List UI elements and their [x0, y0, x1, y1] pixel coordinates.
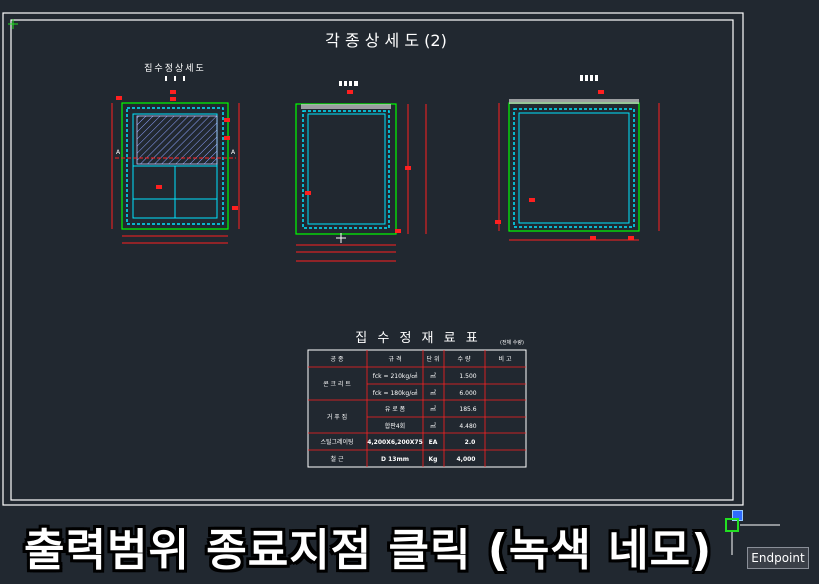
section-mark-a-right: A: [231, 149, 236, 156]
table-header-1: 규 격: [389, 356, 402, 363]
table-cell: ㎡: [430, 405, 436, 413]
table-cell: 185.6: [459, 406, 476, 413]
table-cell: ㎡: [430, 422, 436, 430]
table-header-2: 단 위: [427, 355, 440, 363]
table-cell: fck = 210kg/㎠: [373, 372, 418, 380]
table-cell: Kg: [429, 456, 438, 463]
endpoint-snap-marker[interactable]: [725, 518, 739, 532]
table-cell: 4,000: [457, 456, 476, 463]
table-cell: EA: [429, 439, 438, 446]
table-header-3: 수 량: [458, 356, 471, 363]
table-cell: 유 로 폼: [385, 406, 406, 413]
table-cell: 2.0: [465, 439, 476, 446]
table-cell: 철 근: [331, 455, 344, 463]
table-cell: D 13mm: [381, 456, 409, 463]
table-header-0: 공 종: [331, 356, 344, 363]
section-mark-a-left: A: [116, 149, 121, 156]
table-header-4: 비 고: [499, 355, 512, 363]
table-cell: 1.500: [459, 373, 476, 380]
table-cell: 콘 크 리 트: [323, 380, 351, 388]
table-cell: 6.000: [459, 390, 476, 397]
hatch-area: [136, 115, 218, 165]
crosshair-cursor: [731, 524, 780, 555]
sheet-inner-frame: [10, 19, 734, 501]
table-cell: 4.480: [459, 423, 476, 430]
sheet-outer-frame: [2, 12, 744, 506]
table-cell: ㎥: [430, 372, 436, 380]
detail-left-title: 집수정상세도: [144, 62, 206, 74]
table-cell: 합판4회: [385, 422, 405, 430]
ucs-marker: [8, 19, 18, 29]
sheet-title: 각 종 상 세 도 (2): [325, 31, 447, 50]
detail-left: 집수정상세도 A A: [111, 62, 240, 244]
table-cell: ㎥: [430, 389, 436, 397]
snap-tooltip: Endpoint: [747, 547, 809, 569]
instruction-caption: 출력범위 종료지점 클릭 (녹색 네모): [24, 525, 713, 576]
table-title: 집 수 정 재 료 표: [355, 331, 480, 346]
table-cell: 스틸그레이팅: [320, 438, 353, 446]
table-cell: 4,200X6,200X75: [367, 439, 423, 446]
table-note: (전체 수량): [500, 339, 524, 346]
table-cell: 거 푸 집: [327, 413, 347, 421]
detail-middle: [295, 81, 427, 262]
table-cell: fck = 180kg/㎠: [373, 389, 418, 397]
materials-table: 집 수 정 재 료 표 (전체 수량) 공 종 규 격 단 위 수 량 비 고 …: [307, 331, 527, 468]
detail-right: [495, 75, 660, 241]
